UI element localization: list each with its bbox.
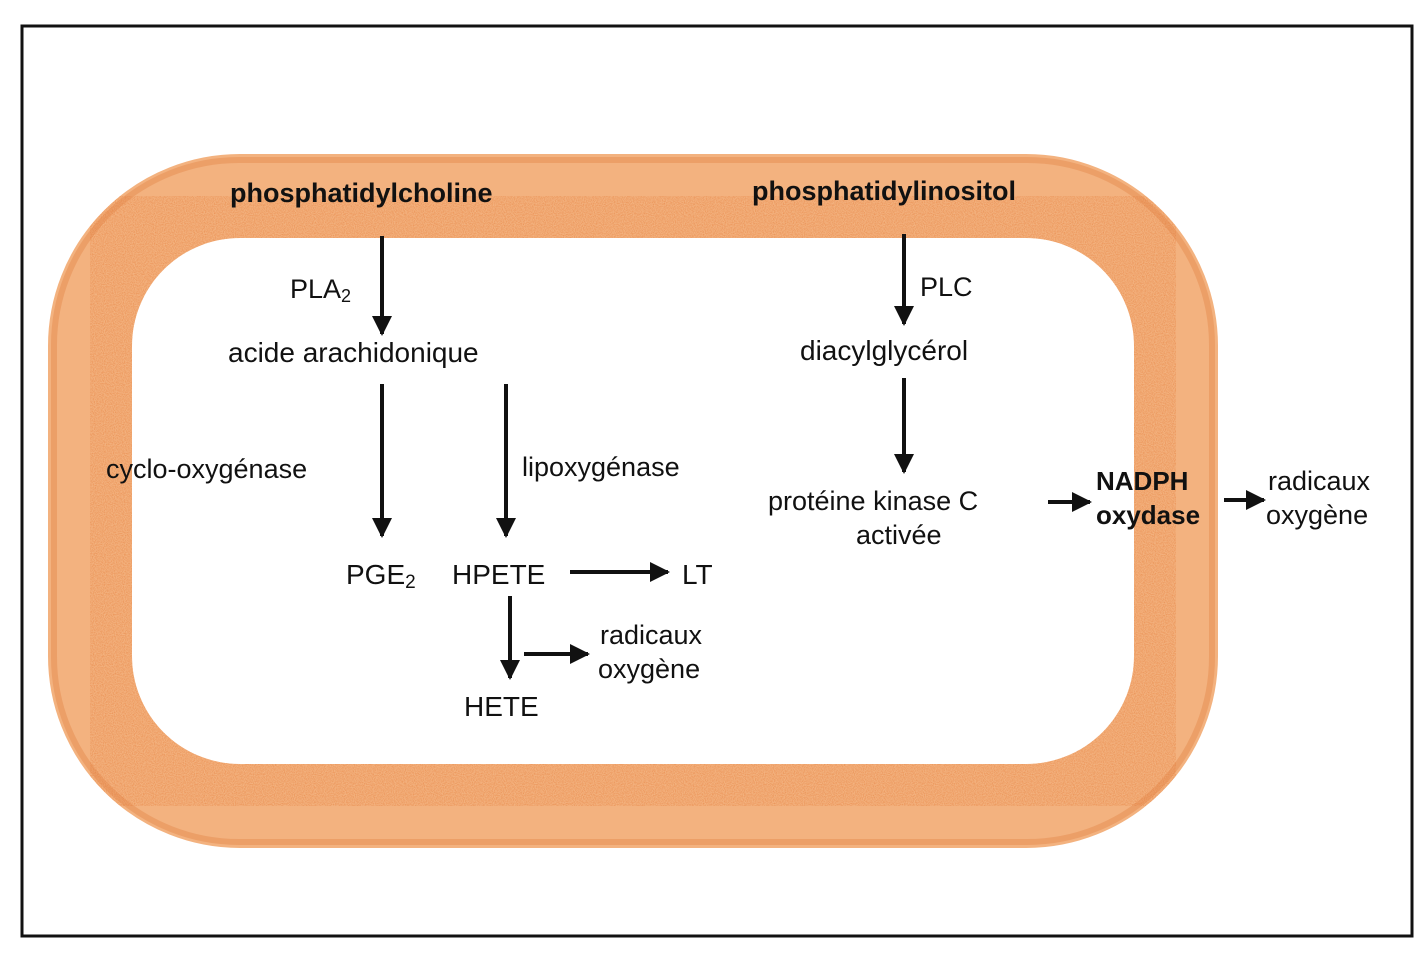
label-phosphatidylinositol: phosphatidylinositol [752,176,1016,206]
label-oxydase: oxydase [1096,500,1200,530]
label-pge2-sub: 2 [405,572,416,593]
label-oxygene-1: oxygène [598,654,700,684]
label-acide-arachidonique: acide arachidonique [228,337,479,368]
label-hpete: HPETE [452,559,545,590]
label-pla2-sub: 2 [341,286,351,306]
labels: phosphatidylcholine phosphatidylinositol… [106,176,1371,722]
label-oxygene-2: oxygène [1266,500,1368,530]
label-lt: LT [682,559,713,590]
label-pla2: PLA2 [290,274,351,306]
label-radicaux-2: radicaux [1268,466,1371,496]
label-plc: PLC [920,272,973,302]
label-cyclo-oxygenase: cyclo-oxygénase [106,454,307,484]
label-activee: activée [856,520,942,550]
label-diacylglycerol: diacylglycérol [800,335,968,366]
label-phosphatidylcholine: phosphatidylcholine [230,178,493,208]
cell-membrane [48,154,1218,848]
label-hete: HETE [464,691,539,722]
label-pla2-main: PLA [290,274,341,304]
label-proteine-kinase-c: protéine kinase C [768,486,978,516]
label-pge2: PGE2 [346,559,416,593]
label-pge2-main: PGE [346,559,405,590]
label-lipoxygenase: lipoxygénase [522,452,680,482]
label-radicaux-1: radicaux [600,620,703,650]
arrows [372,234,1266,680]
label-nadph: NADPH [1096,466,1188,496]
